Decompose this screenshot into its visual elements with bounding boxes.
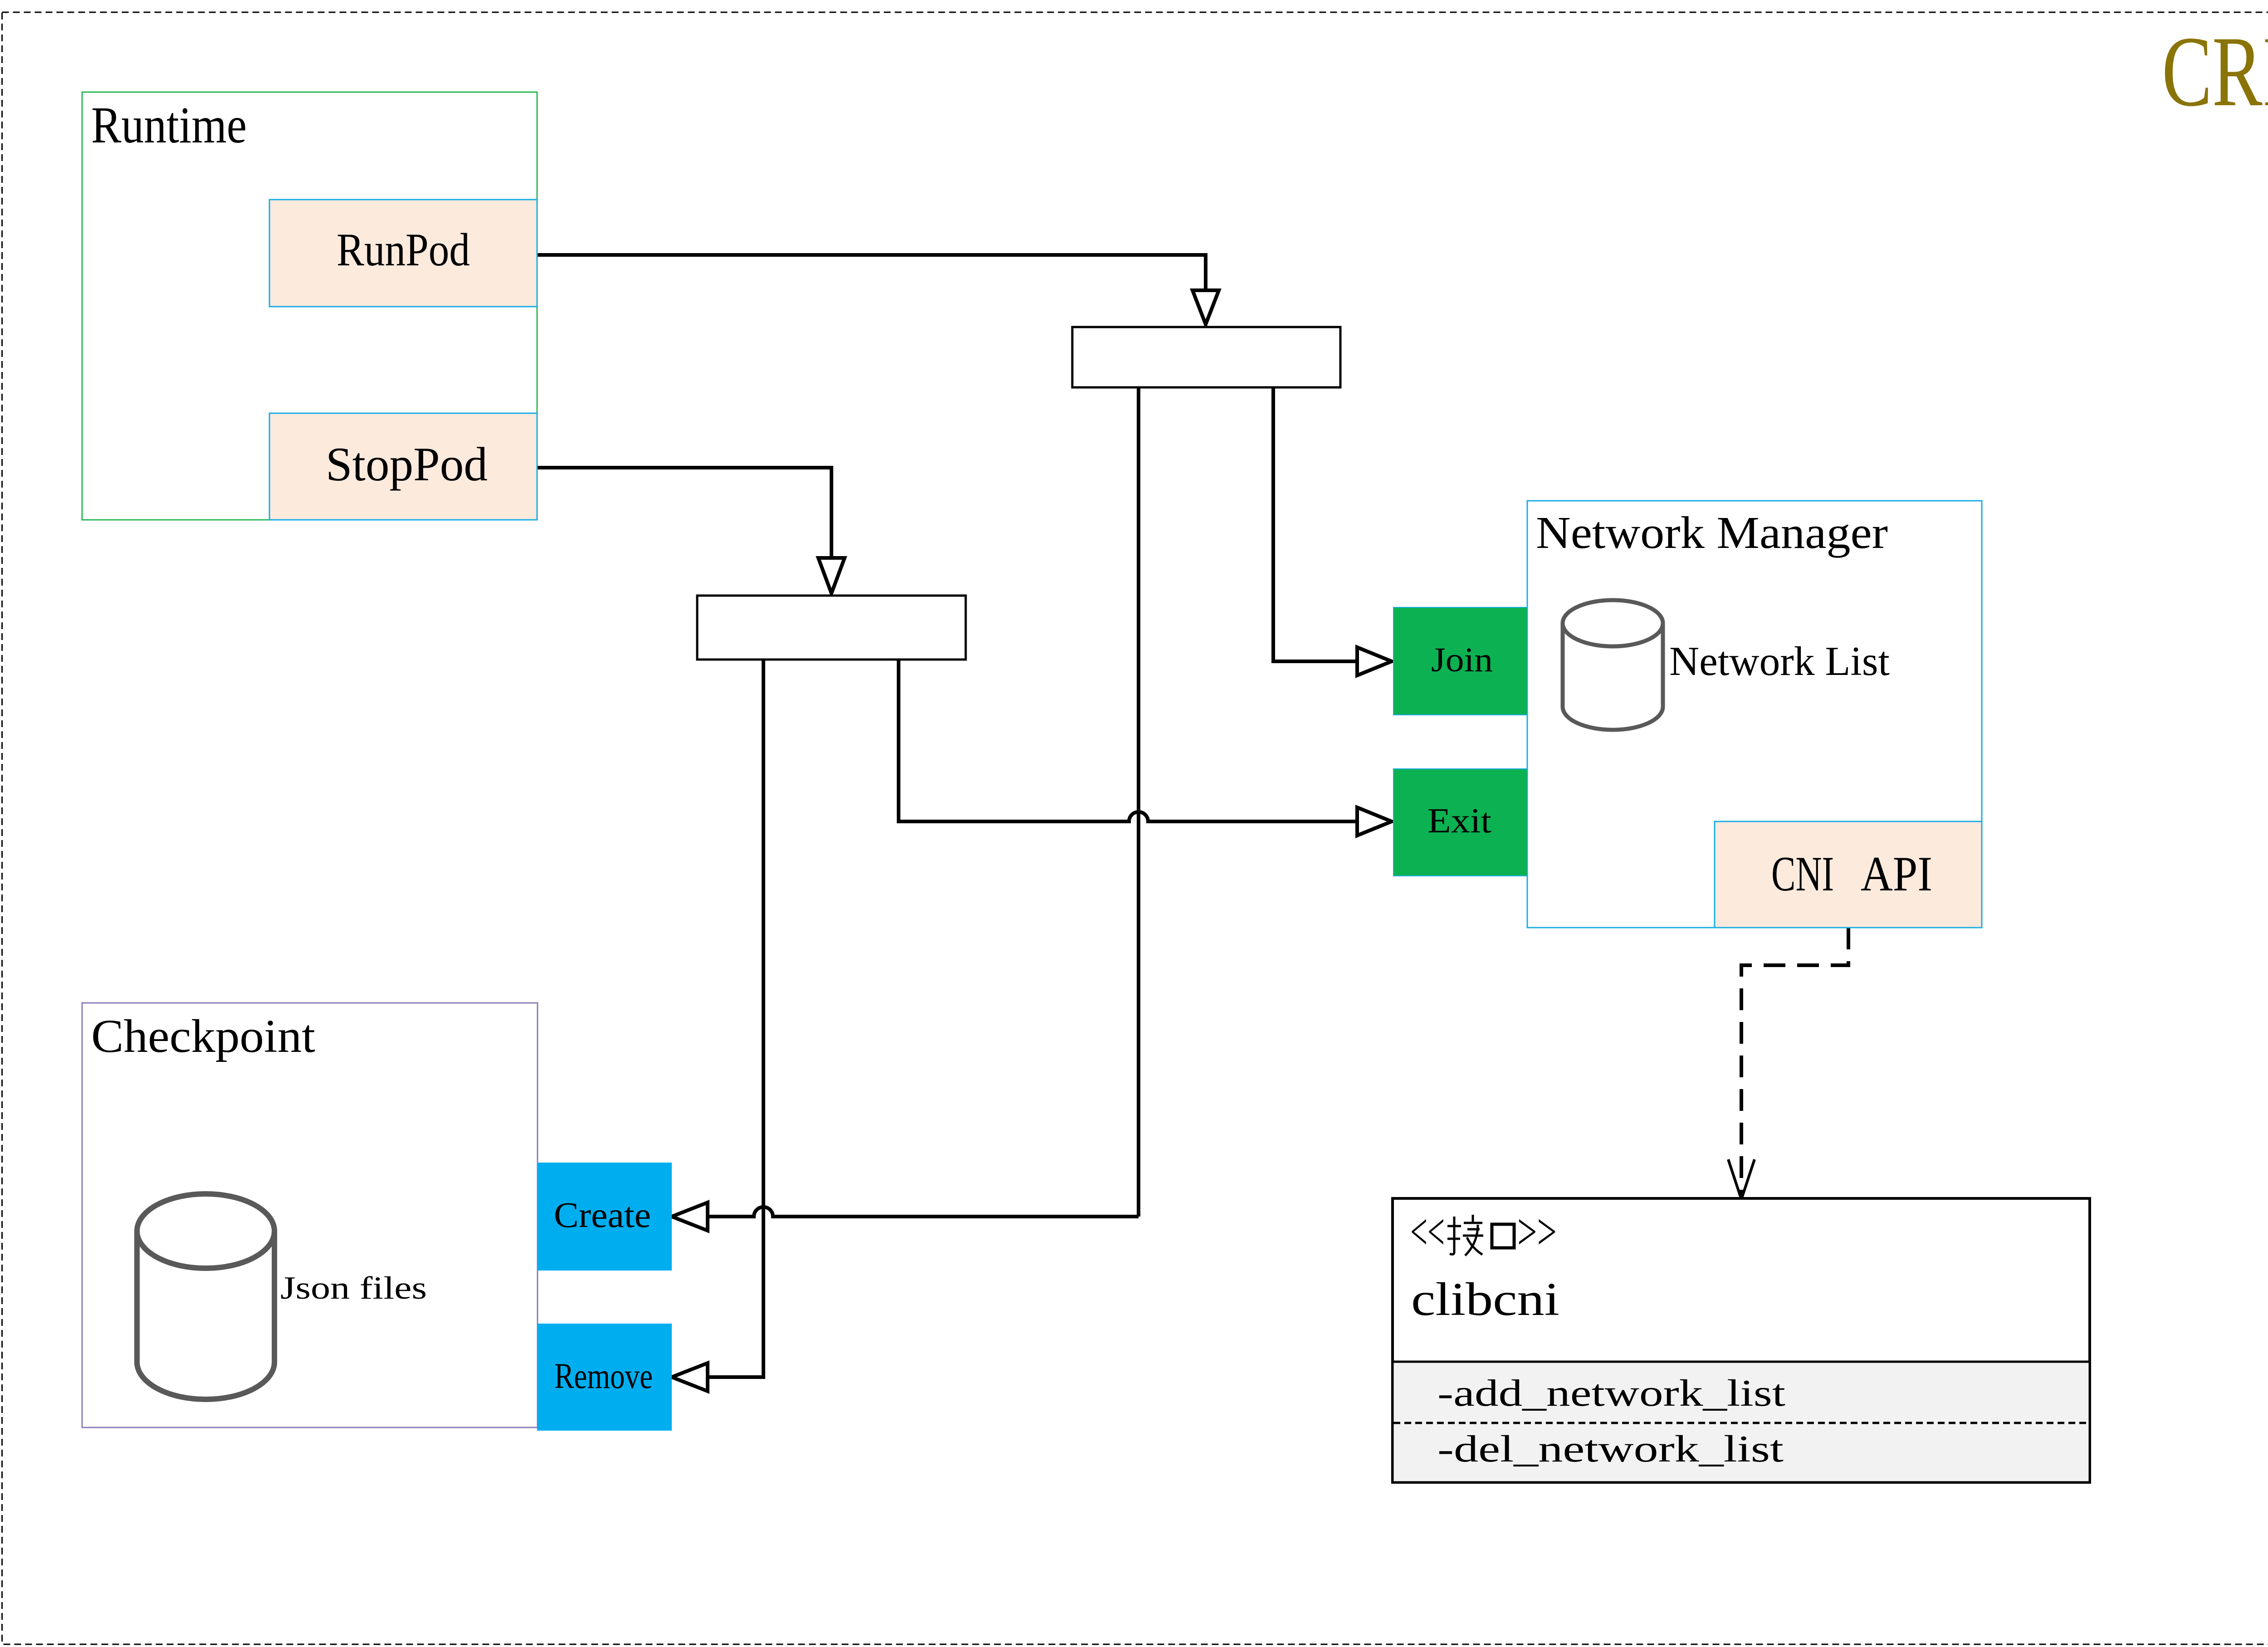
svg-text:Remove: Remove xyxy=(554,1357,653,1396)
svg-text:Network Manager: Network Manager xyxy=(1536,507,1888,558)
svg-text:RunPod: RunPod xyxy=(337,224,470,276)
svg-text:Network List: Network List xyxy=(1669,638,1890,684)
svg-text:>>: >> xyxy=(1517,1203,1557,1261)
svg-text:Runtime: Runtime xyxy=(91,96,247,154)
svg-text:clibcni: clibcni xyxy=(1411,1273,1559,1325)
svg-text:CNI: CNI xyxy=(1771,846,1834,901)
svg-text:<<: << xyxy=(1410,1203,1445,1261)
svg-text:Json files: Json files xyxy=(280,1271,427,1306)
svg-text:-del_network_list: -del_network_list xyxy=(1437,1428,1784,1470)
svg-text:StopPod: StopPod xyxy=(326,438,488,491)
svg-text:-add_network_list: -add_network_list xyxy=(1437,1372,1785,1414)
svg-text:Create: Create xyxy=(554,1196,651,1235)
svg-text:API: API xyxy=(1861,846,1932,901)
svg-text:CRI: CRI xyxy=(2162,16,2268,127)
svg-text:Exit: Exit xyxy=(1427,801,1491,840)
svg-text:Checkpoint: Checkpoint xyxy=(91,1010,315,1062)
svg-text:Join: Join xyxy=(1431,641,1493,679)
